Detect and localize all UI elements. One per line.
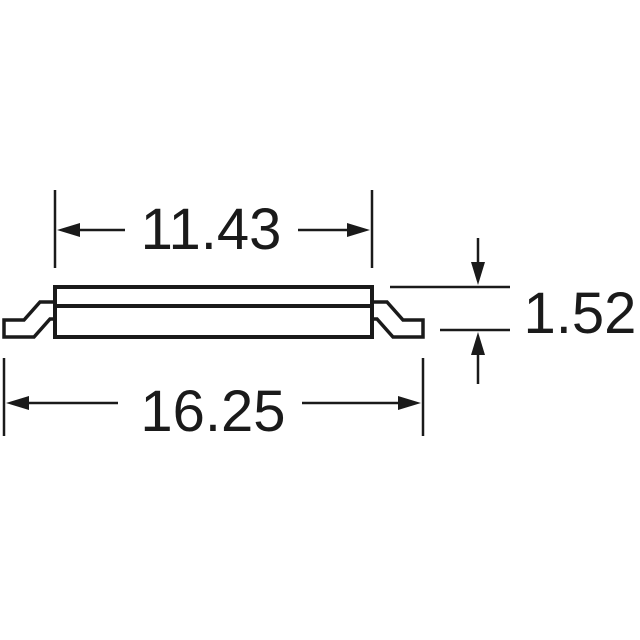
overall-length-label: 16.25 [140, 379, 285, 444]
right-lead [372, 300, 425, 339]
arrow-right-icon [398, 396, 421, 410]
body-length-label: 11.43 [141, 197, 282, 262]
arrow-right-icon [347, 223, 370, 237]
arrow-left-icon [57, 223, 80, 237]
arrow-down-icon [471, 262, 485, 285]
arrow-up-icon [471, 332, 485, 355]
left-lead [2, 300, 55, 339]
height-label: 1.52 [524, 281, 637, 346]
package-body-outline [53, 285, 374, 339]
dimension-height: 1.52 [390, 238, 636, 384]
package-body [53, 285, 374, 339]
dimension-body-length: 11.43 [53, 190, 374, 268]
dimension-overall-length: 16.25 [2, 358, 425, 444]
arrow-left-icon [6, 396, 29, 410]
